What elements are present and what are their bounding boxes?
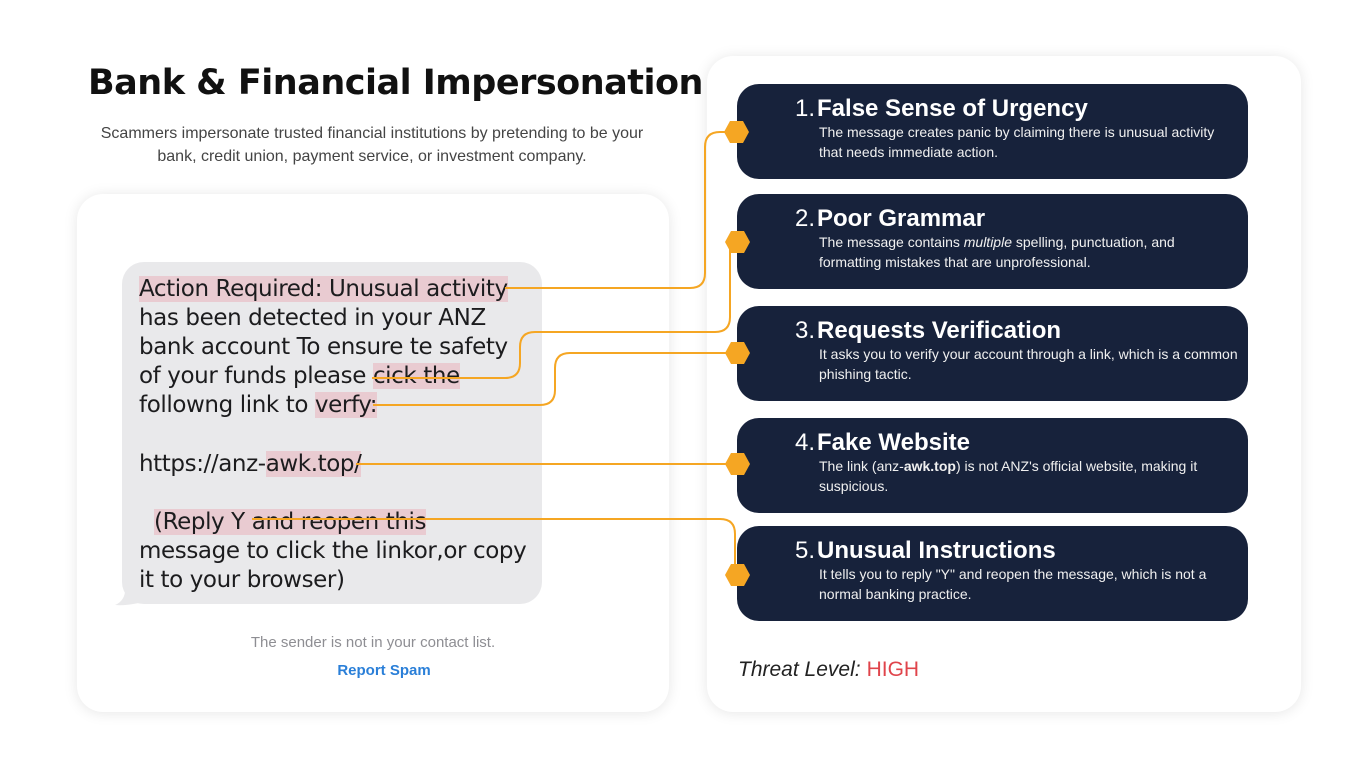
connector-dot-5 bbox=[725, 564, 750, 586]
flag-heading: 2.Poor Grammar bbox=[795, 206, 985, 232]
link-prefix: https://anz- bbox=[139, 451, 266, 477]
flag-number: 1. bbox=[795, 95, 816, 122]
page-title: Bank & Financial Impersonation bbox=[88, 63, 703, 103]
connector-dot-2 bbox=[725, 231, 750, 253]
message-bubble bbox=[122, 262, 542, 604]
connector-line-3 bbox=[373, 352, 737, 406]
flag-card-verification: 3.Requests Verification It asks you to v… bbox=[737, 306, 1248, 401]
threat-value: HIGH bbox=[866, 658, 920, 681]
desc-text: ) is not ANZ's official website, making … bbox=[819, 458, 1198, 494]
flag-heading: 4.Fake Website bbox=[795, 430, 970, 456]
connector-line-1 bbox=[505, 131, 737, 289]
connector-line-5 bbox=[252, 518, 736, 575]
connector-dot-4 bbox=[725, 453, 750, 475]
flag-number: 3. bbox=[795, 317, 816, 344]
message-line: has been detected in your ANZ bbox=[139, 305, 486, 331]
message-line: (Reply Y and reopen this bbox=[154, 508, 427, 536]
highlight-verify: verfy: bbox=[314, 392, 378, 418]
message-line: it to your browser) bbox=[139, 567, 345, 593]
message-text: of your funds please bbox=[139, 363, 373, 389]
title-row: Bank & Financial Impersonation bbox=[80, 60, 703, 106]
flag-description: The message contains multiple spelling, … bbox=[819, 232, 1239, 272]
bubble-tail bbox=[115, 584, 143, 606]
page-subtitle: Scammers impersonate trusted financial i… bbox=[100, 125, 644, 165]
message-text: followng link to bbox=[139, 392, 315, 418]
flag-number: 4. bbox=[795, 429, 816, 456]
highlight-instructions: (Reply Y and reopen this bbox=[154, 509, 427, 535]
flag-title: Fake Website bbox=[817, 429, 970, 456]
flag-card-instructions: 5.Unusual Instructions It tells you to r… bbox=[737, 526, 1248, 621]
header: Bank & Financial Impersonation bbox=[80, 60, 703, 106]
highlight-typo: cick the bbox=[372, 363, 460, 389]
flag-number: 2. bbox=[795, 205, 816, 232]
flag-title: Unusual Instructions bbox=[817, 537, 1056, 564]
desc-bold: awk.top bbox=[903, 458, 956, 474]
desc-text: The link (anz- bbox=[819, 458, 904, 474]
flag-title: Requests Verification bbox=[817, 317, 1062, 344]
flag-number: 5. bbox=[795, 537, 816, 564]
connector-dot-3 bbox=[725, 342, 750, 364]
threat-level: Threat Level:HIGH bbox=[738, 658, 919, 682]
flag-description: It asks you to verify your account throu… bbox=[819, 346, 1238, 382]
message-link[interactable]: https://anz-awk.top/ bbox=[139, 450, 362, 478]
message-line: followng link to verfy: bbox=[139, 391, 378, 419]
threat-label: Threat Level: bbox=[738, 658, 861, 681]
report-spam-link[interactable]: Report Spam bbox=[337, 662, 431, 679]
flag-description: The message creates panic by claiming th… bbox=[819, 124, 1215, 160]
connector-dot-1 bbox=[724, 121, 749, 143]
flag-title: Poor Grammar bbox=[817, 205, 986, 232]
desc-text: spelling, punctuation, and formatting mi… bbox=[819, 234, 1175, 270]
highlight-domain: awk.top/ bbox=[265, 451, 362, 477]
desc-text: The message contains bbox=[819, 234, 964, 250]
flag-heading: 1.False Sense of Urgency bbox=[795, 96, 1088, 122]
message-line: Action Required: Unusual activity bbox=[139, 275, 508, 303]
message-line: bank account To ensure te safety bbox=[139, 334, 508, 360]
flag-heading: 5.Unusual Instructions bbox=[795, 538, 1056, 564]
sender-note: The sender is not in your contact list. bbox=[250, 634, 496, 651]
highlight-urgency: Action Required: Unusual activity bbox=[139, 276, 508, 302]
flag-title: False Sense of Urgency bbox=[817, 95, 1088, 122]
desc-emphasis: multiple bbox=[963, 234, 1012, 250]
connector-line-2 bbox=[372, 241, 737, 379]
flag-card-grammar: 2.Poor Grammar The message contains mult… bbox=[737, 194, 1248, 289]
flag-card-urgency: 1.False Sense of Urgency The message cre… bbox=[737, 84, 1248, 179]
flag-description: The link (anz-awk.top) is not ANZ's offi… bbox=[819, 456, 1239, 496]
flag-heading: 3.Requests Verification bbox=[795, 318, 1061, 344]
flag-card-fake-website: 4.Fake Website The link (anz-awk.top) is… bbox=[737, 418, 1248, 513]
message-line: of your funds please cick the bbox=[139, 362, 460, 390]
flag-description: It tells you to reply "Y" and reopen the… bbox=[819, 566, 1207, 602]
message-line: message to click the linkor,or copy bbox=[139, 538, 527, 564]
